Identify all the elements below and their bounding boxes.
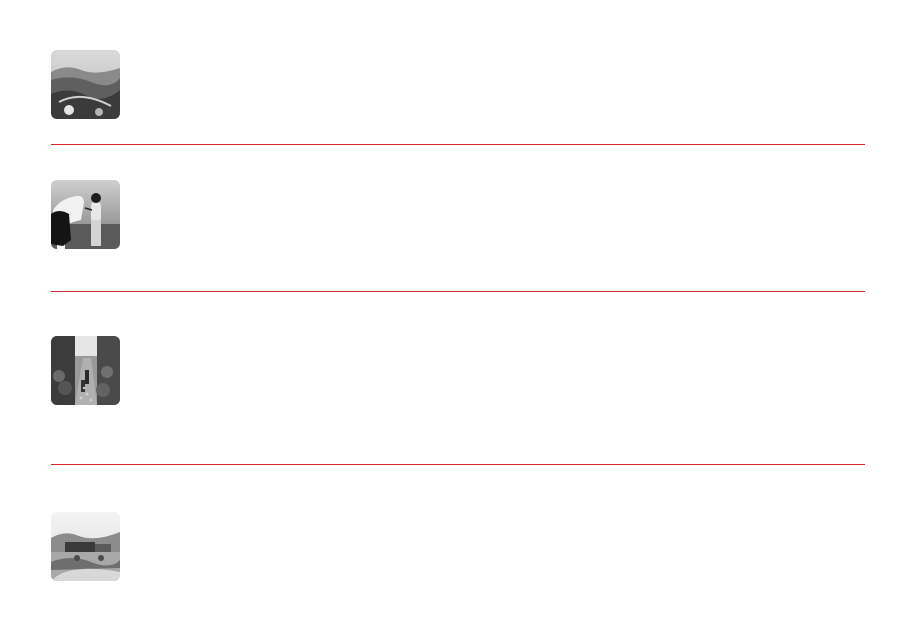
entry-thumbnail-1[interactable] bbox=[51, 50, 120, 119]
section-divider bbox=[51, 291, 865, 292]
entry-thumbnail-4[interactable] bbox=[51, 512, 120, 581]
section-divider bbox=[51, 144, 865, 145]
valley-landscape-photo-icon bbox=[51, 50, 120, 119]
entry-thumbnail-3[interactable] bbox=[51, 336, 120, 405]
garden-landscape-photo-icon bbox=[51, 512, 120, 581]
section-divider bbox=[51, 464, 865, 465]
woman-with-horse-photo-icon bbox=[51, 180, 120, 249]
village-street-photo-icon bbox=[51, 336, 120, 405]
entry-thumbnail-2[interactable] bbox=[51, 180, 120, 249]
